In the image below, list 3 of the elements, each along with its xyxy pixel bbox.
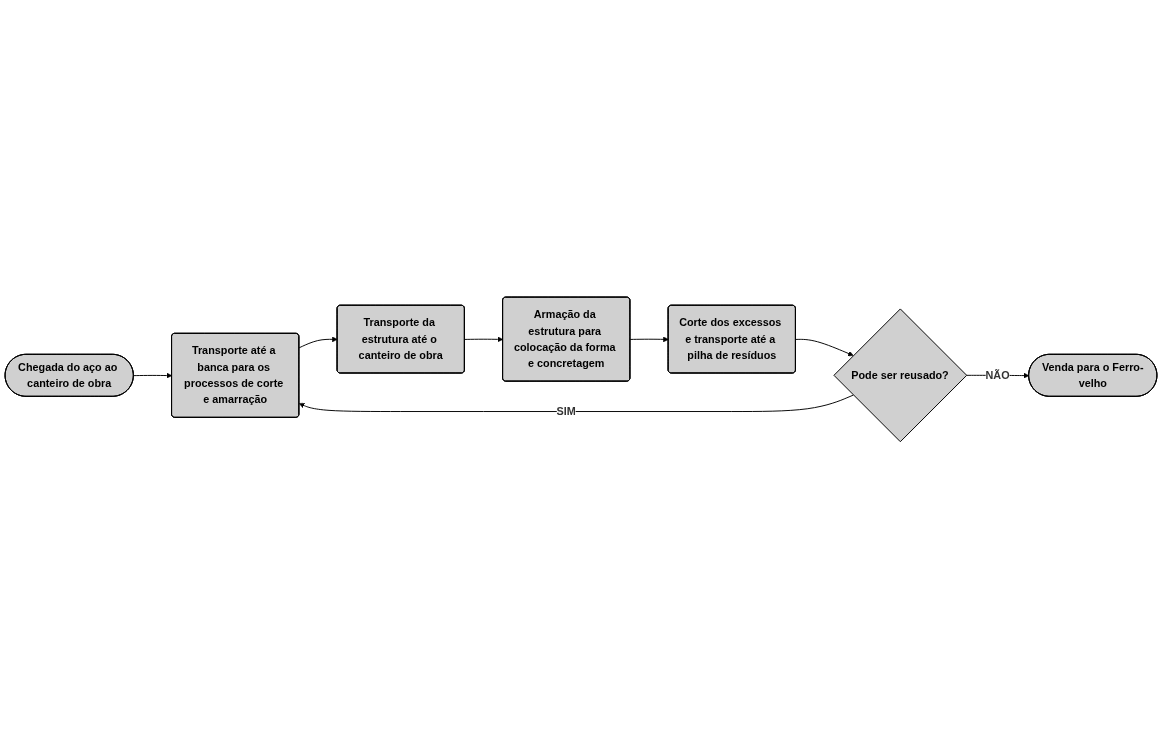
node-diamond: Pode ser reusado?: [833, 308, 968, 442]
edge-label: NÃO: [985, 368, 1010, 381]
edge-label: SIM: [556, 404, 576, 418]
